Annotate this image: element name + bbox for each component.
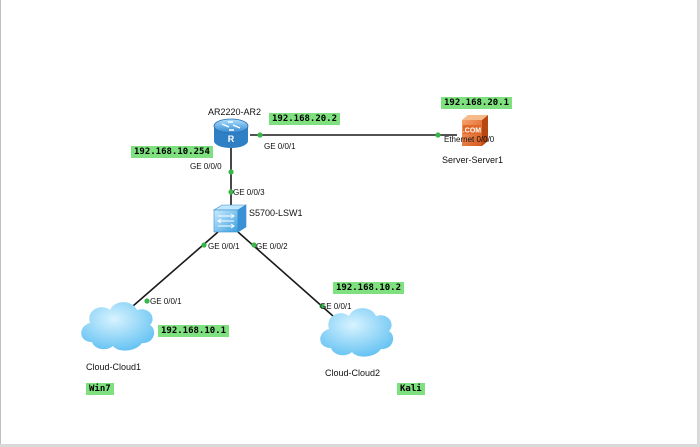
port-label-cloud2-ge001: GE 0/0/1 <box>320 302 352 311</box>
router-name: AR2220-AR2 <box>208 107 262 117</box>
links <box>132 134 457 317</box>
server-icon[interactable]: .COM <box>462 115 488 146</box>
server-name: Server-Server1 <box>442 155 504 165</box>
canvas-bottom-scroll-edge <box>0 444 700 447</box>
port-dots <box>144 132 441 309</box>
port-label-switch-ge002: GE 0/0/2 <box>256 242 288 251</box>
port-label-cloud1-ge001: GE 0/0/1 <box>150 297 182 306</box>
ip-tag-router-g0[interactable]: 192.168.10.254 <box>131 146 213 158</box>
port-label-router-ge001: GE 0/0/1 <box>264 142 296 151</box>
port-label-switch-ge003: GE 0/0/3 <box>233 188 265 197</box>
switch-name: S5700-LSW1 <box>249 208 303 218</box>
port-label-switch-ge001: GE 0/0/1 <box>208 242 240 251</box>
os-tag-cloud2[interactable]: Kali <box>397 383 425 395</box>
cloud2-name: Cloud-Cloud2 <box>325 368 381 378</box>
ip-tag-server[interactable]: 192.168.20.1 <box>441 97 513 109</box>
switch-icon[interactable] <box>212 204 248 233</box>
port-label-server-eth: Ethernet 0/0/0 <box>444 135 495 144</box>
port-dot-switch-ge001 <box>201 242 207 248</box>
canvas-left-border <box>0 0 1 447</box>
port-dot-server-eth <box>435 132 441 138</box>
cloud1-icon[interactable] <box>81 302 155 351</box>
server-logo: .COM <box>463 128 481 135</box>
os-tag-cloud1[interactable]: Win7 <box>86 383 114 395</box>
port-dot-switch-ge003 <box>228 189 234 195</box>
port-dot-cloud1-ge001 <box>144 298 150 304</box>
port-dot-router-ge001 <box>257 132 263 138</box>
ip-tag-router-g1[interactable]: 192.168.20.2 <box>269 113 341 125</box>
svg-text:R: R <box>228 134 235 144</box>
cloud1-name: Cloud-Cloud1 <box>86 362 142 372</box>
ip-tag-cloud2[interactable]: 192.168.10.2 <box>333 282 405 294</box>
router-icon[interactable]: R <box>213 118 249 148</box>
cloud2-icon[interactable] <box>320 308 394 357</box>
port-dot-switch-ge002 <box>251 242 257 248</box>
port-dot-cloud2-ge001 <box>319 303 325 309</box>
port-label-router-ge000: GE 0/0/0 <box>190 162 222 171</box>
canvas-right-scroll-edge <box>697 0 700 447</box>
ip-tag-cloud1[interactable]: 192.168.10.1 <box>158 325 230 337</box>
port-dot-router-ge000 <box>228 169 234 175</box>
